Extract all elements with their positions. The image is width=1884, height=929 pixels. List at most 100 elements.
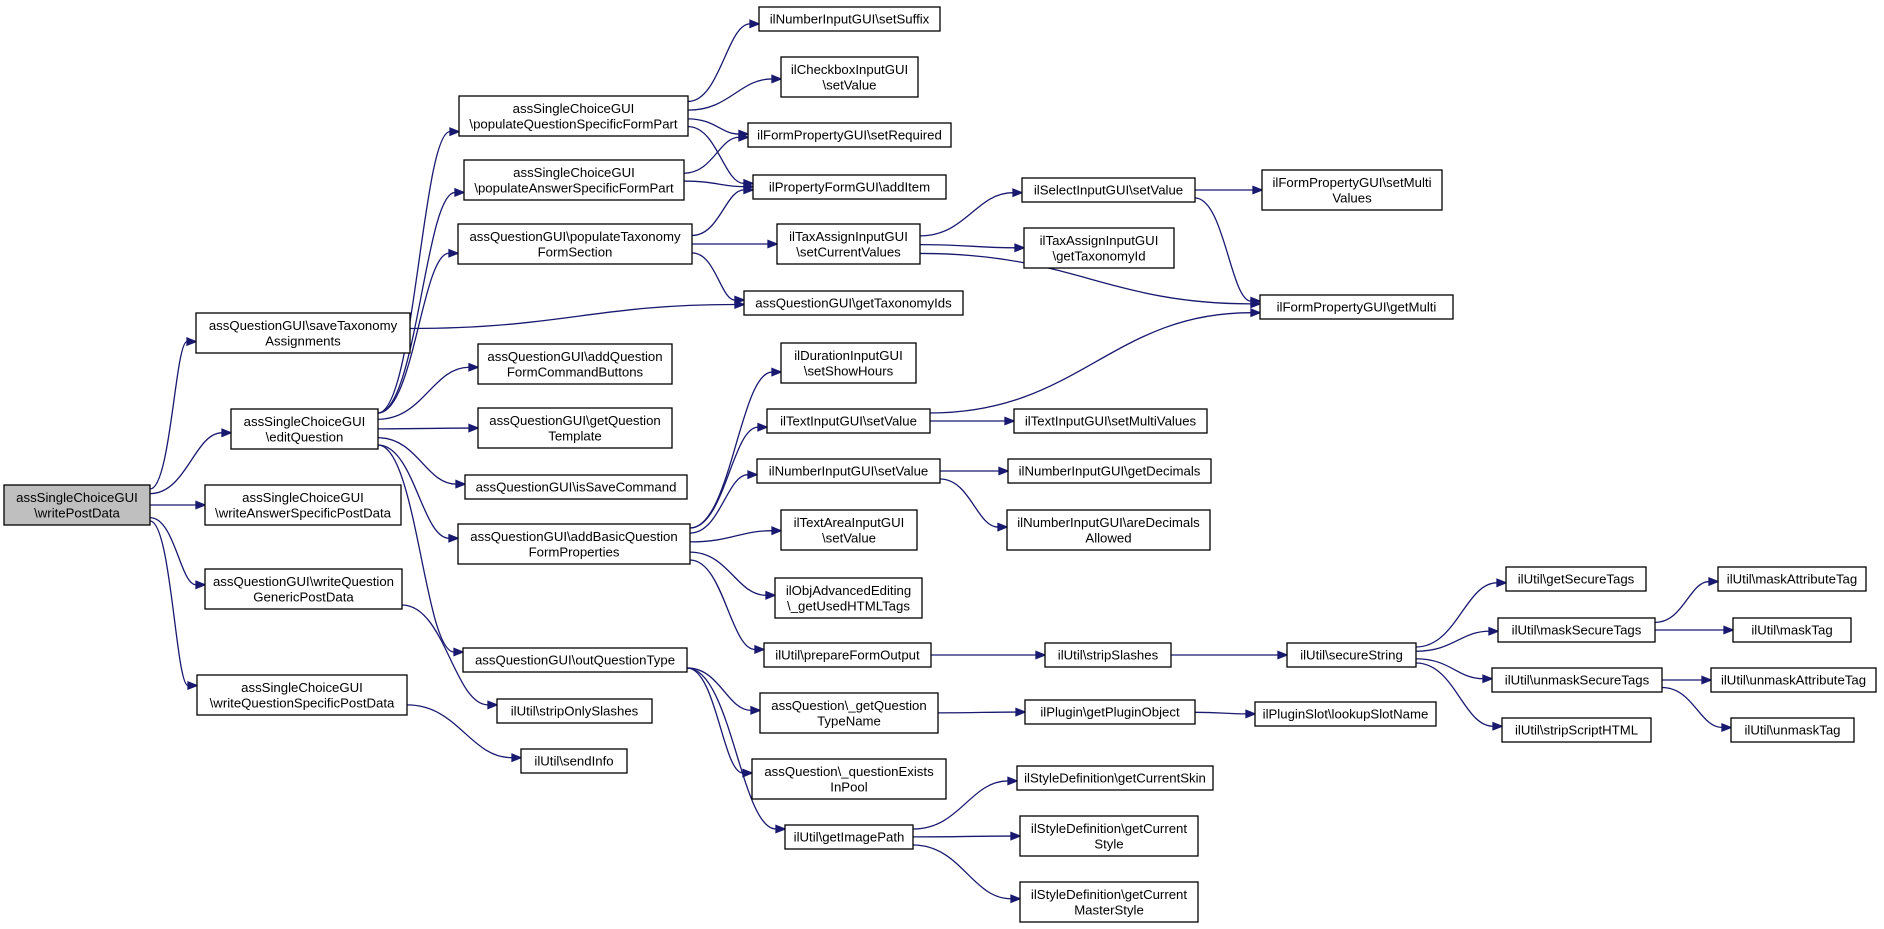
- node-ilutil-getsecuretags[interactable]: ilUtil\getSecureTags: [1505, 566, 1647, 592]
- edge-n8-to-n21: [691, 252, 746, 305]
- node-ilpropertyformgui-additem[interactable]: ilPropertyFormGUI\addItem: [752, 174, 947, 200]
- arrowhead-icon: [1721, 722, 1733, 733]
- node-ilobjadvancedediting-getusedhtmltags[interactable]: ilObjAdvancedEditing\_getUsedHTMLTags: [774, 577, 923, 619]
- node-iltaxassigninputgui-gettaxonomyid[interactable]: ilTaxAssignInputGUI\getTaxonomyId: [1023, 227, 1175, 269]
- node-ilutil-stripslashes[interactable]: ilUtil\stripSlashes: [1044, 642, 1172, 668]
- edge-line: [687, 118, 740, 135]
- node-box: [196, 674, 408, 716]
- edge-line: [377, 427, 470, 430]
- node-ilcheckboxinputgui-setvalue[interactable]: ilCheckboxInputGUI\setValue: [780, 56, 919, 98]
- node-label: \getTaxonomyId: [1052, 248, 1145, 263]
- node-ilselectinputgui-setvalue[interactable]: ilSelectInputGUI\setValue: [1021, 177, 1196, 203]
- node-box: [759, 692, 939, 734]
- node-box: [1717, 566, 1867, 592]
- edge-n0-to-n2: [149, 428, 233, 495]
- node-box: [1730, 717, 1855, 743]
- edge-line: [689, 426, 759, 529]
- node-ilformpropertygui-setmulti-values[interactable]: ilFormPropertyGUI\setMultiValues: [1261, 169, 1443, 211]
- node-ilformpropertygui-setrequired[interactable]: ilFormPropertyGUI\setRequired: [747, 122, 952, 148]
- node-ilutil-stripscripthtml[interactable]: ilUtil\stripScriptHTML: [1501, 717, 1652, 743]
- node-ilutil-unmasktag[interactable]: ilUtil\unmaskTag: [1730, 717, 1855, 743]
- node-layer: assSingleChoiceGUI\writePostData assQuest…: [3, 6, 1877, 923]
- node-ilutil-sendinfo[interactable]: ilUtil\sendInfo: [520, 748, 628, 774]
- edge-line: [377, 366, 470, 420]
- node-ildurationinputgui-setshowhours[interactable]: ilDurationInputGUI\setShowHours: [780, 342, 917, 384]
- node-ilformpropertygui-getmulti[interactable]: ilFormPropertyGUI\getMulti: [1259, 294, 1454, 320]
- node-ilutil-unmasksecuretags[interactable]: ilUtil\unmaskSecureTags: [1491, 667, 1663, 693]
- node-label: assSingleChoiceGUI: [242, 490, 364, 505]
- edge-line: [683, 136, 740, 174]
- node-box: [3, 484, 151, 526]
- node-ilplugin-getpluginobject[interactable]: ilPlugin\getPluginObject: [1024, 699, 1196, 725]
- edge-line: [912, 835, 1012, 838]
- node-box: [457, 523, 691, 565]
- node-assquestiongui-writequestion-genericpostdata[interactable]: assQuestionGUI\writeQuestionGenericPostD…: [204, 568, 403, 610]
- node-ilutil-getimagepath[interactable]: ilUtil\getImagePath: [784, 824, 914, 850]
- edge-line: [1654, 580, 1710, 623]
- edge-n4-to-n14: [401, 604, 499, 710]
- edge-line: [1661, 686, 1723, 729]
- node-ilutil-unmaskattributetag[interactable]: ilUtil\unmaskAttributeTag: [1710, 667, 1877, 693]
- edge-n43-to-n46: [1415, 626, 1500, 652]
- node-asssinglechoicegui-populatequestionspecificformpart[interactable]: assSingleChoiceGUI\populateQuestionSpeci…: [458, 95, 689, 137]
- node-ilutil-prepareformoutput[interactable]: ilUtil\prepareFormOutput: [763, 642, 932, 668]
- node-iltextinputgui-setmultivalues[interactable]: ilTextInputGUI\setMultiValues: [1013, 408, 1208, 434]
- node-label: FormCommandButtons: [507, 364, 644, 379]
- node-ilutil-striponlyslashes[interactable]: ilUtil\stripOnlySlashes: [496, 698, 653, 724]
- edge-line: [377, 131, 451, 414]
- node-asssinglechoicegui-writepostdata[interactable]: assSingleChoiceGUI\writePostData: [3, 484, 151, 526]
- edge-line: [689, 474, 749, 534]
- node-assquestiongui-gettaxonomyids[interactable]: assQuestionGUI\getTaxonomyIds: [743, 290, 964, 316]
- node-assquestiongui-issavecommand[interactable]: assQuestionGUI\isSaveCommand: [464, 474, 688, 500]
- node-asssinglechoicegui-writeanswerspecificpostdata[interactable]: assSingleChoiceGUI\writeAnswerSpecificPo…: [204, 484, 402, 526]
- node-box: [1044, 642, 1172, 668]
- node-assquestiongui-addquestion-formcommandbuttons[interactable]: assQuestionGUI\addQuestionFormCommandBut…: [477, 343, 673, 385]
- node-ilpluginslot-lookupslotname[interactable]: ilPluginSlot\lookupSlotName: [1254, 701, 1437, 727]
- node-ilutil-masktag[interactable]: ilUtil\maskTag: [1732, 617, 1852, 643]
- node-ilutil-masksecuretags[interactable]: ilUtil\maskSecureTags: [1497, 617, 1656, 643]
- node-ilutil-securestring[interactable]: ilUtil\secureString: [1286, 642, 1417, 668]
- node-iltextinputgui-setvalue[interactable]: ilTextInputGUI\setValue: [766, 408, 931, 434]
- node-iltaxassigninputgui-setcurrentvalues[interactable]: ilTaxAssignInputGUI\setCurrentValues: [776, 223, 921, 265]
- node-ilnumberinputgui-getdecimals[interactable]: ilNumberInputGUI\getDecimals: [1007, 458, 1212, 484]
- arrowhead-icon: [1488, 626, 1500, 636]
- edge-line: [687, 23, 751, 103]
- node-asssinglechoicegui-editquestion[interactable]: assSingleChoiceGUI\editQuestion: [230, 408, 379, 450]
- node-label: assQuestionGUI\saveTaxonomy: [209, 318, 398, 333]
- arrowhead-icon: [743, 185, 755, 195]
- node-assquestiongui-populatetaxonomy-formsection[interactable]: assQuestionGUI\populateTaxonomyFormSecti…: [457, 223, 693, 265]
- node-asssinglechoicegui-populateanswerspecificformpart[interactable]: assSingleChoiceGUI\populateAnswerSpecifi…: [463, 159, 685, 201]
- arrowhead-icon: [195, 580, 207, 590]
- node-ilnumberinputgui-setsuffix[interactable]: ilNumberInputGUI\setSuffix: [758, 6, 941, 32]
- arrowhead-icon: [765, 590, 777, 600]
- node-label: ilUtil\getSecureTags: [1518, 572, 1635, 587]
- arrowhead-icon: [742, 768, 754, 778]
- node-asssinglechoicegui-writequestionspecificpostdata[interactable]: assSingleChoiceGUI\writeQuestionSpecific…: [196, 674, 408, 716]
- node-ilutil-maskattributetag[interactable]: ilUtil\maskAttributeTag: [1717, 566, 1867, 592]
- node-label: ilFormPropertyGUI\setMulti: [1272, 175, 1431, 190]
- node-box: [230, 408, 379, 450]
- node-iltextareainputgui-setvalue[interactable]: ilTextAreaInputGUI\setValue: [780, 509, 918, 551]
- node-box: [774, 577, 923, 619]
- node-assquestiongui-addbasicquestion-formproperties[interactable]: assQuestionGUI\addBasicQuestionFormPrope…: [457, 523, 691, 565]
- arrowhead-icon: [1252, 185, 1264, 195]
- node-ilstyledefinition-getcurrentskin[interactable]: ilStyleDefinition\getCurrentSkin: [1016, 765, 1214, 791]
- node-assquestiongui-outquestiontype[interactable]: assQuestionGUI\outQuestionType: [462, 647, 688, 673]
- node-label: assSingleChoiceGUI: [244, 414, 366, 429]
- node-ilnumberinputgui-setvalue[interactable]: ilNumberInputGUI\setValue: [756, 458, 941, 484]
- edge-n13-to-n28: [686, 667, 762, 715]
- arrowhead-icon: [468, 362, 480, 372]
- node-box: [462, 647, 688, 673]
- node-box: [751, 758, 947, 800]
- node-box: [1023, 227, 1175, 269]
- node-box: [1286, 642, 1417, 668]
- node-box: [1261, 169, 1443, 211]
- node-label: ilNumberInputGUI\getDecimals: [1019, 464, 1201, 479]
